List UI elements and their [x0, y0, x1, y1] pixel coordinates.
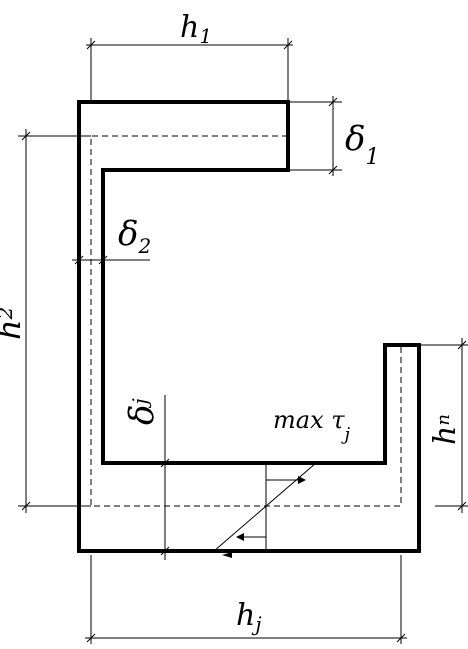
- arrow-head-right: [298, 476, 306, 484]
- dimension-deltaj: [160, 395, 170, 560]
- label-delta2: δ2: [118, 214, 151, 258]
- label-hn: hn: [428, 414, 463, 445]
- section-outline: [77, 100, 421, 553]
- centerline-dashed: [90, 135, 402, 507]
- arrow-head-left: [236, 533, 244, 541]
- dimension-h2: [18, 129, 91, 513]
- label-max-tau: max τj: [273, 406, 351, 445]
- dimension-hn: [419, 338, 468, 513]
- dimension-delta1: [290, 96, 342, 176]
- label-deltaj: δj: [122, 398, 162, 425]
- dimension-h1: [86, 38, 293, 102]
- label-h1: h1: [180, 10, 212, 48]
- label-h2: h2: [0, 307, 28, 340]
- dimension-hj: [85, 555, 407, 644]
- dimension-delta2: [72, 255, 150, 265]
- label-hj: hj: [236, 598, 262, 636]
- arrow-head-bottom: [222, 552, 232, 558]
- label-delta1: δ1: [345, 119, 379, 170]
- shear-stress-diagram: [213, 462, 317, 552]
